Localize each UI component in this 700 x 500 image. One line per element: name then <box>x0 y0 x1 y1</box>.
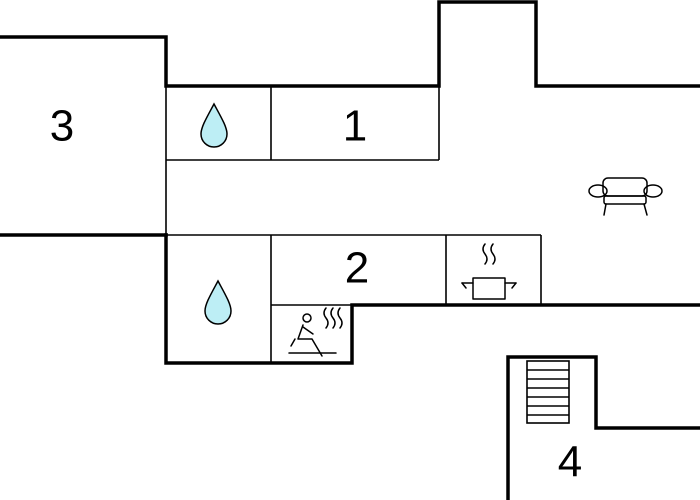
lower-wing-wall <box>164 233 700 365</box>
room-4-wall <box>506 355 700 500</box>
sauna-icon <box>288 307 343 357</box>
room-label-2: 2 <box>345 244 369 293</box>
water-drop-icon <box>204 279 232 325</box>
water-drop-icon <box>200 102 228 148</box>
room-3-wall <box>0 0 700 88</box>
stairs-icon <box>526 360 570 424</box>
room-label-4: 4 <box>558 438 582 487</box>
room-label-1: 1 <box>343 102 367 151</box>
room-label-3: 3 <box>50 102 74 151</box>
sofa-icon <box>588 177 663 216</box>
interior-partitions <box>165 86 542 363</box>
cooking-pot-icon <box>461 243 517 300</box>
